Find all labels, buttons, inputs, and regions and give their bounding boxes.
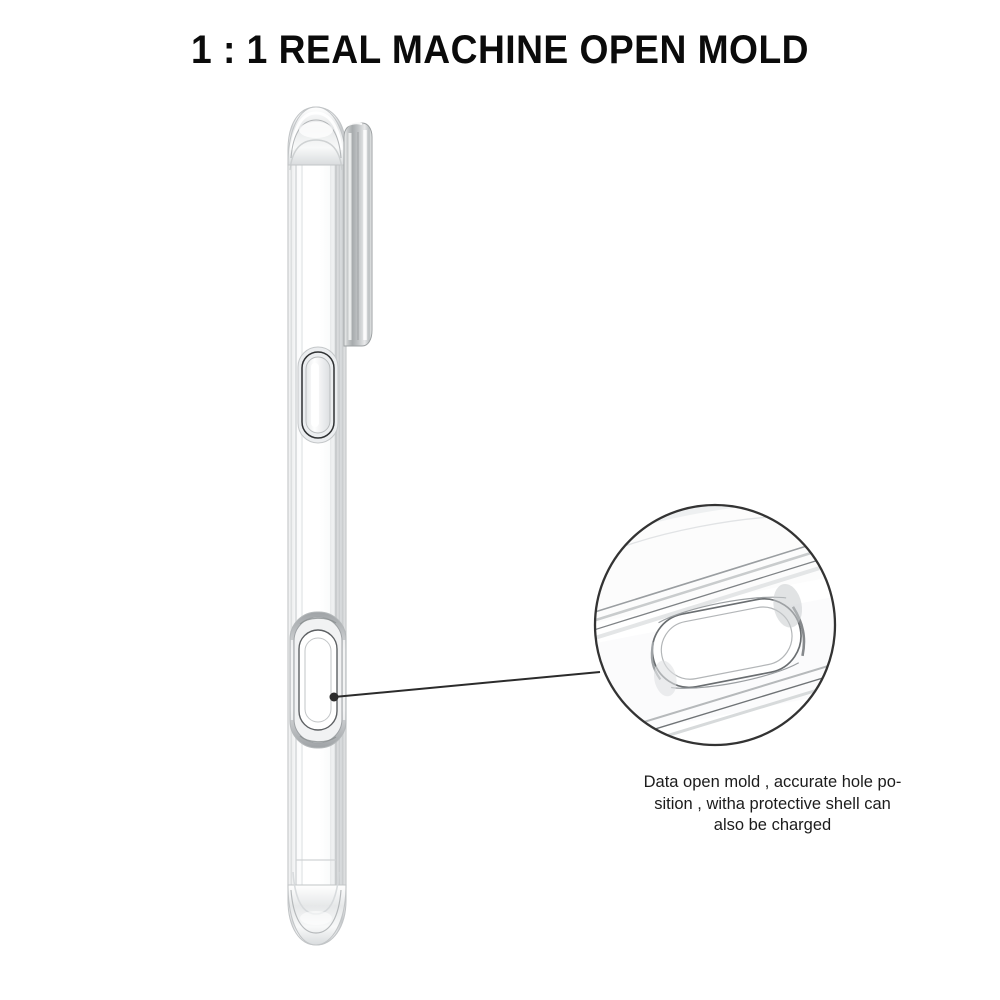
callout-leader-line <box>329 671 601 702</box>
charging-port-magnifier <box>593 503 837 747</box>
callout-description: Data open mold , accurate hole po- sitio… <box>600 772 945 837</box>
phone-case-body <box>287 106 373 946</box>
description-line-1: Data open mold , accurate hole po- <box>643 773 902 791</box>
case-bottom-cap <box>287 859 347 946</box>
camera-bump <box>343 122 373 347</box>
description-line-2: sition , witha protective shell can <box>654 794 891 813</box>
description-line-3: also be charged <box>713 816 832 834</box>
charging-port-cutout <box>289 611 347 749</box>
side-button-cutout <box>297 346 339 444</box>
page-title: 1 : 1 REAL MACHINE OPEN MOLD <box>191 28 809 72</box>
